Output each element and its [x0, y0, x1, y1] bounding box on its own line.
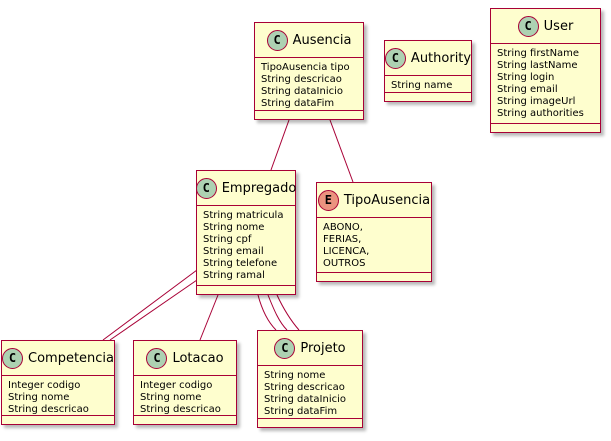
- field-list: String name: [385, 75, 471, 92]
- method-separator: [197, 285, 295, 286]
- class-icon: C: [384, 47, 406, 69]
- enum-value: FERIAS,: [323, 234, 362, 245]
- class-name: Empregado: [221, 180, 297, 196]
- field: String descricao: [261, 74, 342, 85]
- field: String nome: [8, 392, 70, 403]
- field: String authorities: [497, 108, 584, 119]
- class-header: C Ausencia: [255, 23, 363, 57]
- enum-icon: E: [317, 189, 339, 211]
- field: String cpf: [203, 234, 252, 245]
- class-name: Competencia: [28, 350, 115, 366]
- enum-value: ABONO,: [323, 222, 363, 233]
- field: String email: [497, 84, 558, 95]
- method-separator: [317, 272, 431, 273]
- field: Integer codigo: [140, 380, 213, 391]
- class-lotacao[interactable]: C Lotacao Integer codigo String nome Str…: [133, 340, 237, 425]
- field: String nome: [203, 222, 265, 233]
- field: String telefone: [203, 258, 278, 269]
- field: String email: [203, 246, 264, 257]
- method-separator: [2, 415, 114, 416]
- field: String firstName: [497, 48, 580, 59]
- class-empregado[interactable]: C Empregado String matricula String nome…: [195, 170, 297, 295]
- class-icon: C: [2, 347, 23, 369]
- class-icon: C: [266, 29, 288, 51]
- class-header: C Lotacao: [134, 341, 236, 375]
- edge-ausencia-empregado: [270, 119, 290, 171]
- field-list: String firstName String lastName String …: [491, 43, 600, 120]
- class-ausencia[interactable]: C Ausencia TipoAusencia tipo String desc…: [254, 22, 364, 120]
- enum-value: OUTROS: [323, 258, 366, 269]
- field-list: String matricula String nome String cpf …: [197, 205, 295, 282]
- class-header: C Competencia: [2, 341, 114, 375]
- class-name: Lotacao: [172, 350, 224, 366]
- value-list: ABONO, FERIAS, LICENCA, OUTROS: [317, 217, 431, 270]
- edge-empregado-competencia-1: [102, 269, 198, 341]
- field: String login: [497, 72, 555, 83]
- field: String dataFim: [261, 98, 335, 109]
- field: Integer codigo: [8, 380, 81, 391]
- field: String dataInicio: [261, 86, 344, 97]
- class-header: E TipoAusencia: [317, 183, 431, 217]
- enum-value: LICENCA,: [323, 246, 370, 257]
- class-projeto[interactable]: C Projeto String nome String descricao S…: [257, 330, 363, 428]
- field-list: TipoAusencia tipo String descricao Strin…: [255, 57, 363, 110]
- class-name: Projeto: [300, 340, 346, 356]
- edge-ausencia-tipoausencia: [329, 119, 354, 183]
- class-name: Authority: [410, 50, 472, 66]
- field: String nome: [140, 392, 202, 403]
- class-icon: C: [274, 337, 296, 359]
- edge-empregado-projeto-1: [257, 294, 277, 331]
- field: String descricao: [264, 382, 345, 393]
- class-header: C Empregado: [195, 171, 297, 205]
- method-separator: [258, 418, 362, 419]
- class-icon: C: [146, 347, 168, 369]
- class-authority[interactable]: C Authority String name: [384, 40, 472, 102]
- class-header: C User: [491, 9, 600, 43]
- edge-empregado-projeto-3: [276, 294, 300, 331]
- field: String descricao: [140, 404, 221, 415]
- field-list: Integer codigo String nome String descri…: [134, 375, 236, 416]
- enum-tipoausencia[interactable]: E TipoAusencia ABONO, FERIAS, LICENCA, O…: [316, 182, 432, 282]
- class-name: User: [543, 18, 574, 34]
- field: String imageUrl: [497, 96, 576, 107]
- class-name: TipoAusencia: [343, 192, 431, 208]
- field: String dataFim: [264, 406, 338, 417]
- class-header: C Authority: [384, 41, 472, 75]
- method-separator: [134, 415, 236, 416]
- field: TipoAusencia tipo: [261, 62, 350, 73]
- method-separator: [255, 110, 363, 111]
- method-separator: [491, 123, 600, 124]
- field-list: Integer codigo String nome String descri…: [2, 375, 114, 416]
- class-name: Ausencia: [292, 32, 352, 48]
- field-list: String nome String descricao String data…: [258, 365, 362, 418]
- class-user[interactable]: C User String firstName String lastName …: [490, 8, 601, 133]
- class-icon: C: [517, 15, 539, 37]
- field: String lastName: [497, 60, 578, 71]
- edge-empregado-projeto-2: [267, 294, 288, 331]
- field: String ramal: [203, 270, 265, 281]
- edge-empregado-lotacao: [199, 294, 219, 341]
- class-header: C Projeto: [258, 331, 362, 365]
- method-separator: [385, 92, 471, 93]
- field: String matricula: [203, 210, 284, 221]
- field: String name: [391, 80, 453, 91]
- class-icon: C: [195, 177, 217, 199]
- field: String dataInicio: [264, 394, 347, 405]
- edge-empregado-competencia-2: [109, 279, 198, 341]
- field: String nome: [264, 370, 326, 381]
- class-competencia[interactable]: C Competencia Integer codigo String nome…: [1, 340, 115, 425]
- field: String descricao: [8, 404, 89, 415]
